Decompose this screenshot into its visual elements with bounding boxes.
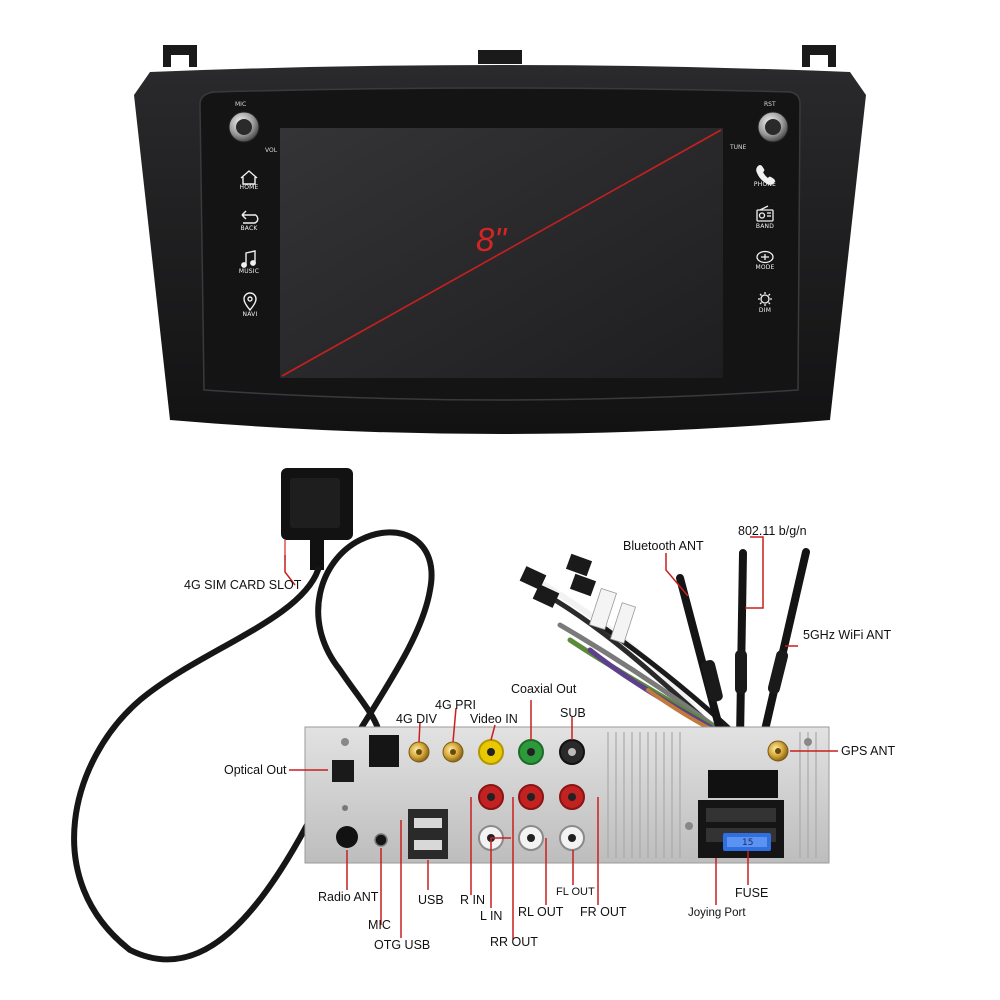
diagonal-marker: [281, 129, 722, 377]
mode-icon: [756, 250, 774, 264]
callout-fl-out: FL OUT: [556, 886, 595, 898]
head-unit: [134, 45, 866, 434]
callout-optical-out: Optical Out: [224, 763, 287, 777]
callout-wifi-5g: 5GHz WiFi ANT: [803, 628, 892, 642]
knob-label-tune: TUNE: [730, 144, 747, 151]
dim-icon: [758, 292, 772, 306]
home-icon: [240, 170, 258, 185]
callout-usb: USB: [418, 893, 444, 907]
screen-size-label: 8": [476, 221, 507, 258]
callout-4g-pri: 4G PRI: [435, 698, 476, 712]
callout-l-in: L IN: [480, 909, 503, 923]
band-button-label[interactable]: BAND: [755, 223, 775, 230]
navi-icon: [243, 292, 257, 312]
sim-card-module: [71, 468, 435, 963]
knob-label-vol: VOL: [265, 147, 278, 154]
usb-ports: [408, 809, 448, 859]
callout-coaxial-out: Coaxial Out: [511, 682, 577, 696]
home-button-label[interactable]: HOME: [239, 184, 259, 191]
callout-sim-card-slot: 4G SIM CARD SLOT: [184, 578, 302, 592]
navi-button-label[interactable]: NAVI: [242, 311, 258, 318]
callout-r-in: R IN: [460, 893, 485, 907]
callout-4g-div: 4G DIV: [396, 712, 437, 726]
callout-joying-port: Joying Port: [688, 907, 746, 919]
callout-video-in: Video IN: [470, 712, 518, 726]
music-button-label[interactable]: MUSIC: [238, 268, 260, 275]
radio-band-icon: [756, 205, 774, 222]
knob-label-rst: RST: [764, 101, 776, 108]
knob-label-mic: MIC: [235, 101, 247, 108]
callout-rr-out: RR OUT: [490, 935, 538, 949]
rear-panel: [304, 726, 830, 864]
mic-port: [374, 833, 388, 847]
back-icon: [241, 210, 259, 224]
dim-button-label[interactable]: DIM: [758, 307, 772, 314]
callout-gps-ant: GPS ANT: [841, 744, 896, 758]
callout-wifi-24: 802.11 b/g/n: [738, 524, 807, 538]
music-icon: [241, 250, 256, 268]
callout-lines: [284, 536, 838, 940]
antennas: [676, 548, 810, 744]
mode-button-label[interactable]: MODE: [755, 264, 775, 271]
back-button-label[interactable]: BACK: [240, 225, 258, 232]
callout-fuse: FUSE: [735, 886, 769, 900]
fuse-rating: 15: [742, 838, 754, 848]
callout-otg-usb: OTG USB: [374, 938, 431, 952]
callout-bluetooth-ant: Bluetooth ANT: [623, 539, 704, 553]
callout-radio-ant: Radio ANT: [318, 890, 379, 904]
callout-mic: MIC: [368, 918, 391, 932]
optical-out-port: [332, 760, 354, 782]
callout-fr-out: FR OUT: [580, 905, 627, 919]
phone-icon: [756, 165, 775, 185]
callout-sub: SUB: [560, 706, 586, 720]
phone-button-label[interactable]: PHONE: [753, 181, 777, 188]
radio-ant-port: [336, 826, 358, 848]
callout-rl-out: RL OUT: [518, 905, 564, 919]
